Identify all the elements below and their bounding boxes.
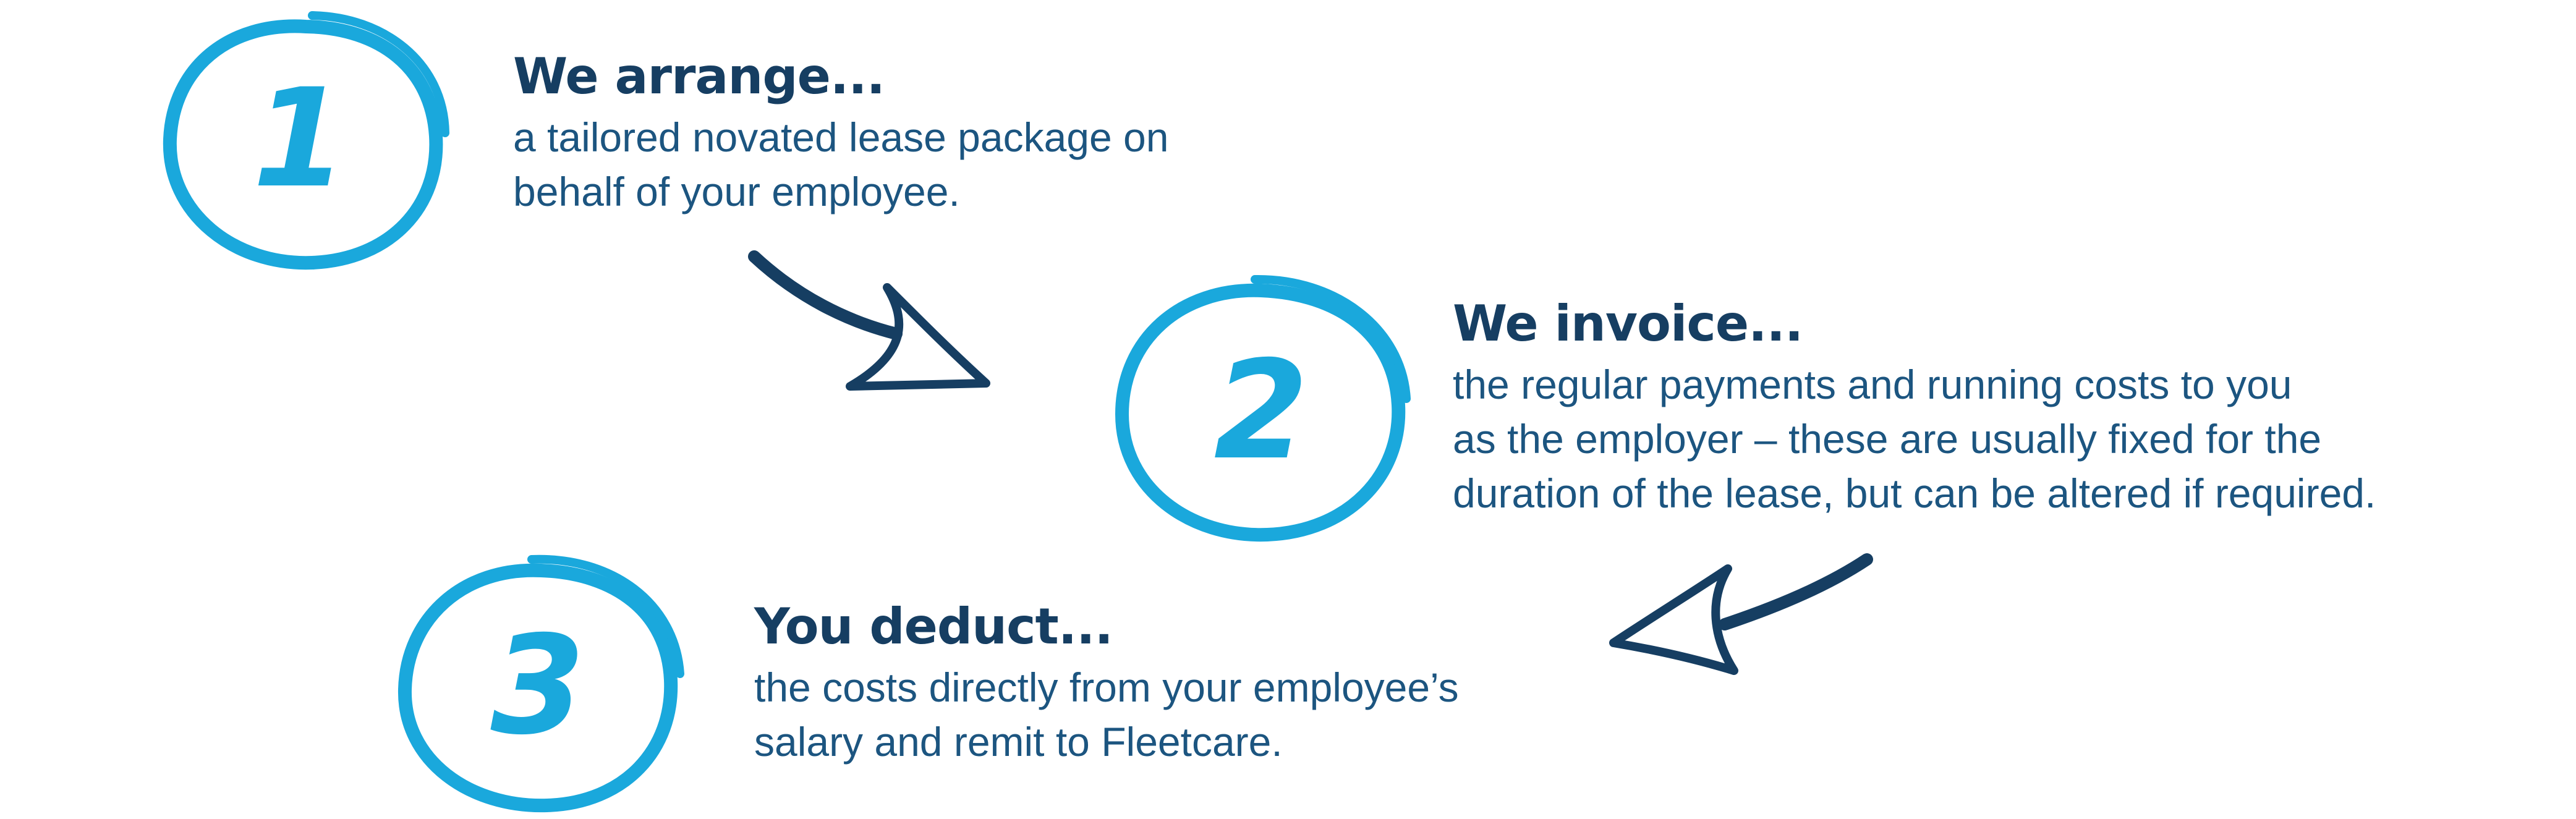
step-2-line-2: as the employer – these are usually fixe… [1453, 416, 2322, 462]
step-1-line-2: behalf of your employee. [513, 169, 960, 214]
step-3-title: You deduct... [754, 598, 1113, 655]
step-2-text: We invoice... the regular payments and r… [1453, 297, 2376, 520]
step-3-line-2: salary and remit to Fleetcare. [754, 719, 1283, 765]
step-1-circle-icon: 1 [155, 9, 451, 281]
step-1-text: We arrange... a tailored novated lease p… [513, 49, 1168, 219]
step-2-circle-icon: 2 [1107, 272, 1416, 550]
step-3-circle-icon: 3 [389, 553, 686, 819]
step-3-text: You deduct... the costs directly from yo… [754, 600, 1459, 769]
step-3-line-1: the costs directly from your employee’s [754, 664, 1459, 710]
curved-arrow-left-icon [1601, 553, 1879, 680]
step-3-number: 3 [490, 606, 585, 765]
step-1-title: We arrange... [513, 48, 885, 105]
step-2-title: We invoice... [1453, 295, 1803, 352]
step-2-line-1: the regular payments and running costs t… [1453, 362, 2292, 407]
curved-arrow-right-icon [742, 250, 1001, 396]
step-1-number: 1 [252, 59, 347, 218]
step-2-line-3: duration of the lease, but can be altere… [1453, 470, 2376, 516]
step-1-line-1: a tailored novated lease package on [513, 114, 1169, 160]
step-2-number: 2 [1214, 331, 1308, 490]
